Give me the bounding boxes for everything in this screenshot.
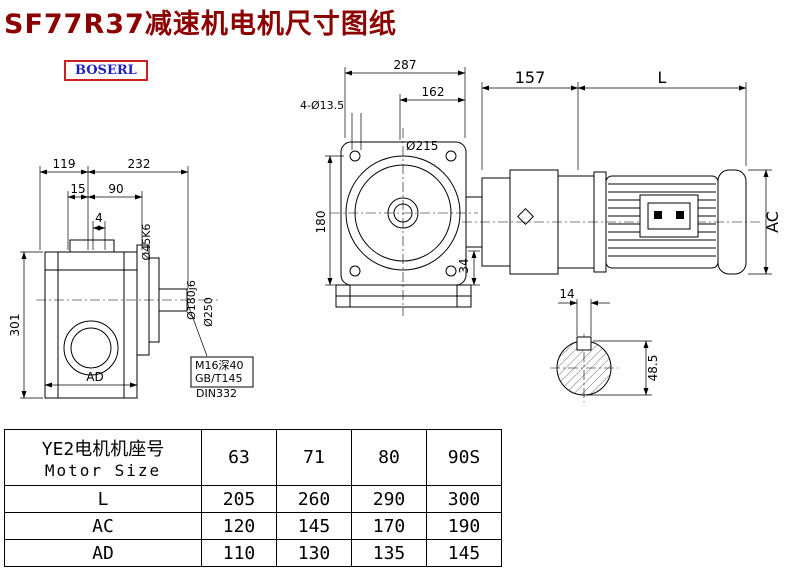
flange-body (340, 141, 467, 286)
note-thread: M16深40 (195, 359, 244, 372)
dim-119: 119 (53, 157, 76, 171)
technical-drawing: 119 232 15 90 4 Ø45K6 Ø180j6 Ø250 (8, 58, 782, 402)
dim-ad: AD (86, 370, 103, 384)
table-header-cn: YE2电机机座号 (41, 439, 165, 460)
motor-size-table: YE2电机机座号 Motor Size 63 71 80 90S L 205 2… (4, 429, 502, 567)
table-header-en: Motor Size (44, 461, 162, 480)
front-view: 287 162 4-Ø13.5 Ø215 (300, 58, 480, 316)
left-side-view: 119 232 15 90 4 Ø45K6 Ø180j6 Ø250 (8, 157, 254, 400)
bore-circle (63, 320, 119, 376)
motor-size-90s: 90S (426, 429, 502, 486)
value-ad-71: 130 (276, 539, 352, 567)
dim-flange-dia: Ø215 (406, 139, 438, 153)
dim-bolt-holes: 4-Ø13.5 (300, 99, 344, 112)
label-spigot-dia: Ø180j6 (185, 280, 198, 320)
bolt-hole (349, 150, 361, 162)
boserl-logo: BOSERL (64, 60, 148, 81)
dim-key-width: 14 (559, 287, 574, 301)
value-l-63: 205 (201, 485, 277, 513)
table-header-cell: YE2电机机座号 Motor Size (4, 429, 202, 486)
dim-180: 180 (314, 211, 328, 234)
label-shaft-dia: Ø45K6 (140, 224, 153, 261)
table-row-ad: AD 110 130 135 145 (4, 539, 502, 567)
dim-232: 232 (128, 157, 151, 171)
row-label-ad: AD (4, 539, 202, 567)
motor-size-71: 71 (276, 429, 352, 486)
value-ac-71: 145 (276, 512, 352, 540)
row-label-ac: AC (4, 512, 202, 540)
dim-34: 34 (457, 258, 471, 273)
dim-301: 301 (8, 314, 22, 337)
label-flange-dia: Ø250 (202, 297, 215, 327)
value-ac-63: 120 (201, 512, 277, 540)
value-l-80: 290 (351, 485, 427, 513)
value-ad-80: 135 (351, 539, 427, 567)
page-title: SF77R37减速机电机尺寸图纸 (4, 9, 397, 40)
dim-key-height: 48.5 (646, 355, 660, 382)
bolt-hole (445, 265, 457, 277)
dim-15: 15 (70, 182, 85, 196)
value-ad-63: 110 (201, 539, 277, 567)
note-din: DIN332 (196, 387, 237, 400)
dim-l: L (658, 68, 667, 87)
motor-size-63: 63 (201, 429, 277, 486)
motor-size-80: 80 (351, 429, 427, 486)
value-ad-90s: 145 (426, 539, 502, 567)
bolt-hole (445, 150, 457, 162)
value-l-71: 260 (276, 485, 352, 513)
inspection-mark (517, 208, 534, 225)
fan-cowl (717, 169, 747, 275)
keyway (576, 336, 592, 351)
table-row-l: L 205 260 290 300 (4, 485, 502, 513)
shaft-end-view: 14 48.5 (550, 287, 660, 402)
flange-circle-215 (345, 155, 461, 271)
row-label-l: L (4, 485, 202, 513)
dim-287: 287 (394, 58, 417, 72)
value-l-90s: 300 (426, 485, 502, 513)
dim-ac: AC (763, 211, 782, 233)
note-standard: GB/T145 (195, 372, 243, 385)
motor-side-view: 157 L (462, 68, 782, 275)
output-shaft (158, 288, 188, 312)
dim-90: 90 (108, 182, 123, 196)
value-ac-90s: 190 (426, 512, 502, 540)
value-ac-80: 170 (351, 512, 427, 540)
dim-157: 157 (515, 68, 546, 87)
bolt-hole (349, 265, 361, 277)
table-row-header: YE2电机机座号 Motor Size 63 71 80 90S (4, 429, 502, 486)
dim-162: 162 (422, 85, 445, 99)
table-row-ac: AC 120 145 170 190 (4, 512, 502, 540)
dim-4: 4 (95, 211, 103, 225)
